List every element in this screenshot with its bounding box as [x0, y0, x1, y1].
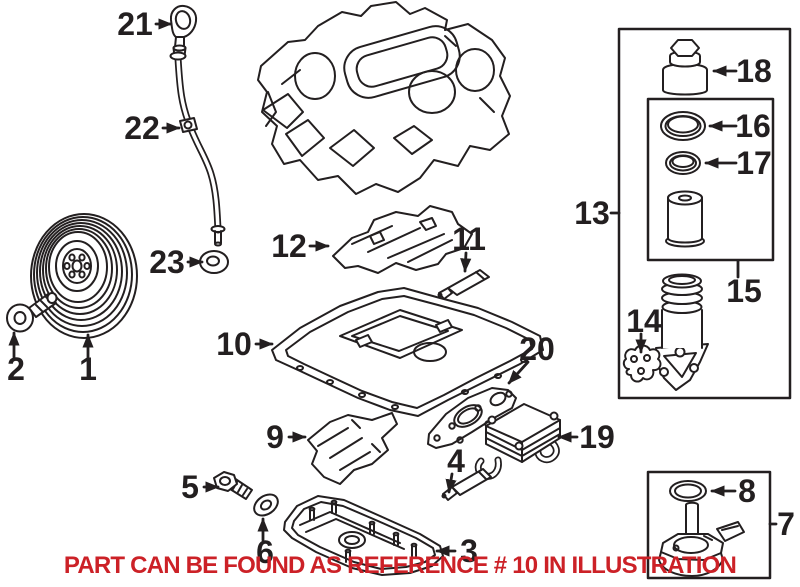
part-baffle: [307, 412, 398, 485]
part-sealant-tube-11: [437, 269, 490, 300]
part-pulley-bolt: [6, 292, 58, 333]
part-oil-level-sensor: [658, 501, 745, 577]
callout-18: 18: [736, 53, 772, 89]
callout-14: 14: [626, 303, 662, 339]
reference-note: PART CAN BE FOUND AS REFERENCE # 10 IN I…: [63, 552, 737, 579]
callout-22: 22: [124, 110, 160, 146]
callout-13: 13: [574, 195, 610, 231]
part-drain-plug: [213, 471, 253, 500]
pan-studs: [308, 499, 418, 563]
part-crank-pulley: [30, 213, 138, 339]
inner-box-15: [646, 97, 775, 262]
part-tube-seal: [199, 250, 229, 274]
callout-1: 1: [79, 351, 97, 387]
callout-9: 9: [266, 419, 284, 455]
callout-5: 5: [181, 469, 199, 505]
part-dipstick-tube: [169, 51, 226, 247]
callout-15: 15: [726, 273, 762, 309]
part-dipstick-handle: [169, 4, 198, 59]
part-windage-tray: [332, 205, 473, 274]
part-seal-17: [665, 151, 701, 175]
part-filter-cap: [662, 39, 708, 96]
part-oil-cooler: [474, 403, 561, 480]
callout-12: 12: [271, 228, 307, 264]
group-oil-filter-box: [617, 27, 792, 400]
callout-4: 4: [447, 443, 465, 479]
part-seal-16: [660, 111, 706, 141]
callout-17: 17: [736, 145, 772, 181]
part-upper-oil-pan: [271, 287, 544, 417]
callout-21: 21: [117, 6, 153, 42]
callout-2: 2: [7, 351, 25, 387]
callout-6: 6: [256, 534, 274, 570]
callout-8: 8: [738, 473, 756, 509]
callout-arrows: [8, 18, 778, 557]
callout-20: 20: [519, 331, 555, 367]
callout-7: 7: [777, 506, 795, 542]
callout-10: 10: [216, 326, 252, 362]
part-housing-gasket-14: [622, 344, 662, 383]
callout-16: 16: [735, 108, 771, 144]
callout-23: 23: [149, 244, 185, 280]
part-filter-housing: [655, 273, 709, 391]
callout-3: 3: [460, 533, 478, 569]
part-drain-washer: [253, 493, 279, 517]
part-engine-block: [257, 1, 511, 195]
part-filter-element: [665, 190, 705, 248]
part-lower-oil-pan: [283, 495, 444, 576]
callout-19: 19: [579, 419, 615, 455]
part-oring-8: [669, 480, 707, 502]
callout-11: 11: [452, 221, 486, 257]
